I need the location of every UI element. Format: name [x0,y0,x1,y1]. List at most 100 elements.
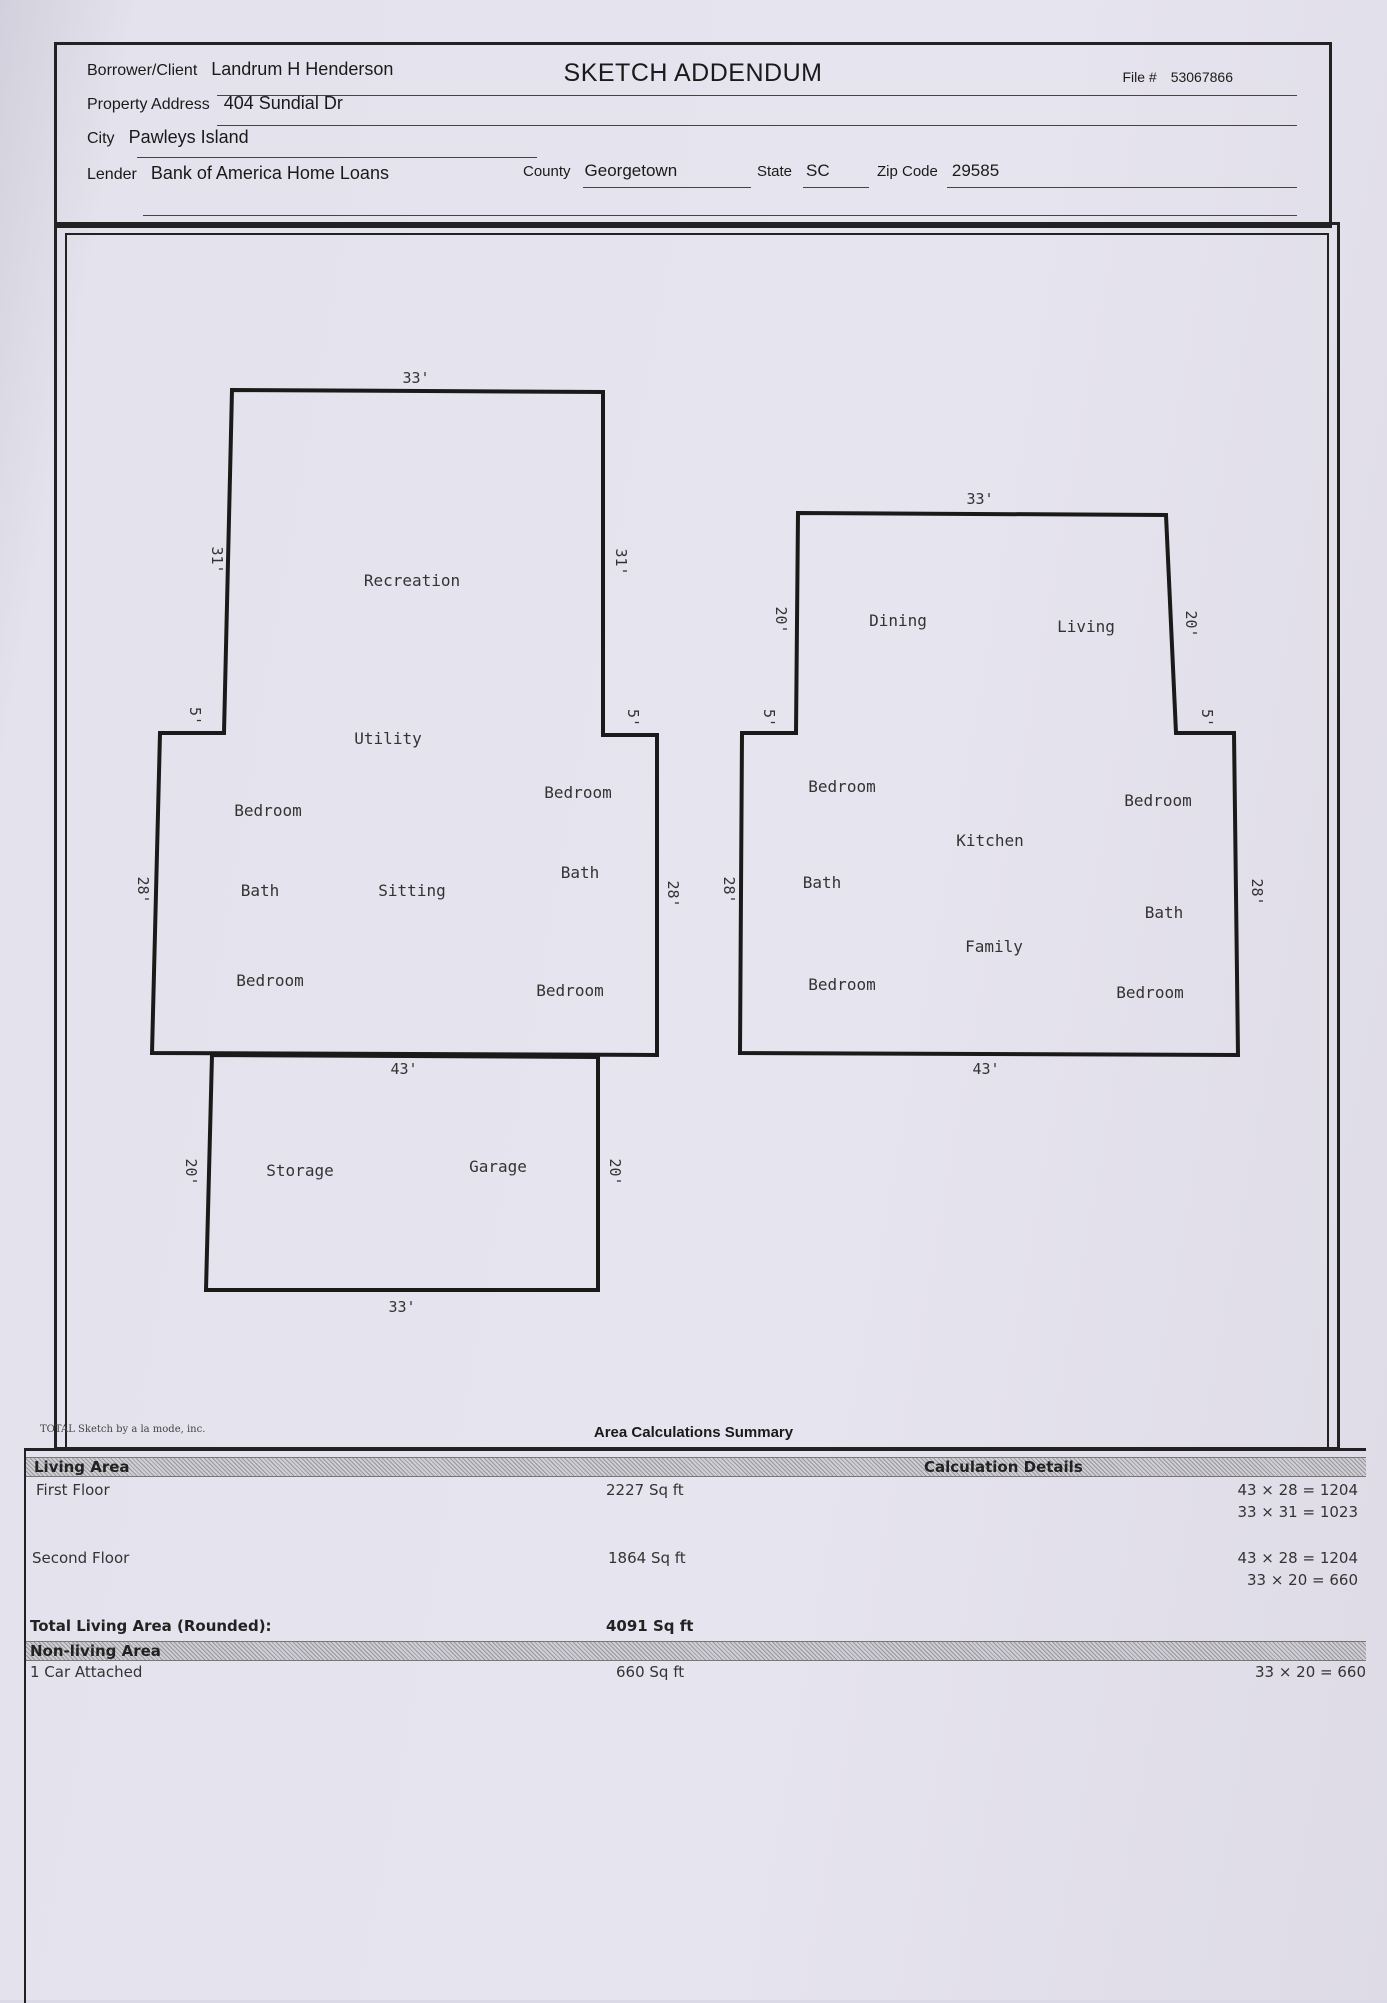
row-second-floor-name: Second Floor [32,1549,130,1567]
calculation-details-label: Calculation Details [924,1458,1083,1476]
state-row: State SC [757,161,830,181]
row-first-floor-name: First Floor [36,1481,110,1499]
lender-label: Lender [87,166,137,183]
room-recreation: Recreation [364,571,460,590]
sketch-inner-frame [65,233,1329,1447]
city-row: City Pawleys Island [87,127,249,148]
dim-right-upper-side-b: 20' [1182,610,1200,637]
city-label: City [87,130,115,147]
living-area-label: Living Area [34,1458,130,1476]
county-line [583,187,751,188]
dim-right-top: 33' [966,490,993,508]
state-value: SC [806,161,830,180]
room-sitting: Sitting [378,881,445,900]
dim-garage-bottom: 33' [388,1298,415,1316]
dim-garage-side-a: 20' [182,1158,200,1185]
dim-left-main-side-b: 28' [664,880,682,907]
room-bath: Bath [241,881,280,900]
second-floor-outline [737,510,1241,1058]
total-living-area-value: 4091 Sq ft [606,1617,694,1635]
room-utility: Utility [354,729,422,748]
floor-plan-sketch: 33' 31' 31' 5' 5' 28' 28' 43' 20' 20' 33… [134,369,1266,1316]
city-value: Pawleys Island [128,127,249,147]
address-value: 404 Sundial Dr [223,93,343,113]
room-bedroom: Bedroom [1116,983,1183,1002]
room-bedroom: Bedroom [544,783,611,802]
room-garage: Garage [469,1157,527,1176]
living-area-band: Living Area Calculation Details [26,1457,1366,1477]
row-car-attached-area: 660 Sq ft [616,1663,685,1681]
dim-right-main-side-b: 28' [1248,878,1266,905]
dim-left-bottom: 43' [390,1060,417,1078]
dim-left-upper-side-a: 31' [208,546,226,573]
dim-right-main-side-a: 28' [720,876,738,903]
file-number: File # 53067866 [1122,69,1233,85]
room-bedroom: Bedroom [1124,791,1191,810]
borrower-value: Landrum H Henderson [211,59,394,79]
dim-left-step-b: 5' [624,709,642,727]
sketch-credit: TOTAL Sketch by a la mode, inc. [40,1424,206,1435]
zip-value: 29585 [951,161,1000,180]
borrower-row: Borrower/Client Landrum H Henderson [87,59,393,80]
room-bedroom: Bedroom [536,981,603,1000]
non-living-area-label: Non-living Area [30,1642,161,1660]
dim-right-bottom: 43' [972,1060,999,1078]
summary-title: Area Calculations Summary [593,1424,794,1441]
room-bedroom: Bedroom [808,777,875,796]
room-dining: Dining [869,611,927,630]
dim-left-step-a: 5' [186,707,204,725]
dim-right-step-a: 5' [760,709,778,727]
dim-left-upper-side-b: 31' [612,548,630,575]
non-living-area-band: Non-living Area [26,1641,1366,1661]
file-value: 53067866 [1170,69,1233,85]
address-label: Property Address [87,96,210,113]
dim-left-top: 33' [402,369,429,387]
dim-garage-side-b: 20' [606,1158,624,1185]
county-value: Georgetown [584,161,678,180]
address-row: Property Address 404 Sundial Dr [87,93,343,114]
document-title: SKETCH ADDENDUM [563,59,823,87]
row-car-attached-calc: 33 × 20 = 660 [1254,1663,1366,1681]
county-label: County [523,163,571,180]
header-box: SKETCH ADDENDUM File # 53067866 Borrower/… [54,42,1332,228]
row-first-floor-area: 2227 Sq ft [606,1481,684,1499]
row-first-floor-calc-1: 43 × 28 = 1204 [1237,1481,1358,1499]
row-second-floor-area: 1864 Sq ft [608,1549,686,1567]
zip-line [947,187,1297,188]
first-floor-outline [149,387,659,1058]
dim-right-step-b: 5' [1198,709,1216,727]
lender-value: Bank of America Home Loans [150,163,389,183]
room-bath: Bath [561,863,600,882]
file-label: File # [1122,69,1157,85]
lender-line [143,215,1297,216]
county-row: County Georgetown [523,161,677,181]
city-line [137,157,537,158]
room-kitchen: Kitchen [956,831,1023,850]
room-living: Living [1057,617,1115,636]
state-line [803,187,869,188]
room-bedroom: Bedroom [234,801,301,820]
zip-label: Zip Code [877,163,938,180]
room-bath: Bath [803,873,842,892]
room-bath: Bath [1145,903,1184,922]
room-family: Family [965,937,1023,956]
address-line [217,125,1297,126]
row-second-floor-calc-2: 33 × 20 = 660 [1246,1571,1358,1589]
room-bedroom: Bedroom [808,975,875,994]
zip-row: Zip Code 29585 [877,161,999,181]
garage-outline [203,1052,600,1292]
dim-right-upper-side-a: 20' [772,606,790,633]
row-second-floor-calc-1: 43 × 28 = 1204 [1237,1549,1358,1567]
row-car-attached-name: 1 Car Attached [30,1663,143,1681]
state-label: State [757,163,793,180]
lender-row: Lender Bank of America Home Loans [87,163,389,184]
borrower-line [217,95,1297,96]
total-living-area-label: Total Living Area (Rounded): [30,1617,272,1635]
area-summary-table: Living Area Calculation Details First Fl… [24,1448,1366,2003]
room-bedroom: Bedroom [236,971,303,990]
room-storage: Storage [266,1161,333,1180]
dim-left-main-side-a: 28' [134,876,152,903]
row-first-floor-calc-2: 33 × 31 = 1023 [1237,1503,1358,1521]
borrower-label: Borrower/Client [87,62,198,79]
